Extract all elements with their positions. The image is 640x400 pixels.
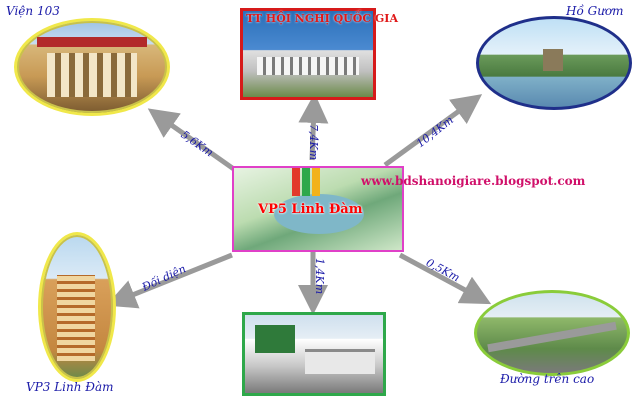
duong-tren-cao-photo [474, 290, 630, 376]
vp3-photo [38, 232, 116, 382]
ho-guom-label: Hồ Gươm [566, 4, 624, 18]
arrow-vp3 [106, 252, 233, 309]
vien103-label: Viện 103 [6, 4, 60, 18]
duong-tren-cao-label: Đường trên cao [500, 372, 595, 386]
vien103-photo [14, 18, 170, 116]
distance-ben-xe: 1,4Km [313, 258, 326, 295]
hoi-nghi-label: TT HỘI NGHỊ QUỐC GIA [246, 12, 398, 25]
arrow-hoi-nghi [298, 93, 329, 161]
website-url[interactable]: www.bdshanoigiare.blogspot.com [361, 174, 586, 188]
arrow-vien103 [147, 108, 240, 175]
ben-xe-photo [242, 312, 386, 396]
center-label: VP5 Linh Đàm [258, 202, 363, 217]
arrow-ho-guom [383, 94, 483, 168]
arrow-duong-tren-cao [398, 252, 492, 305]
vp5-map [232, 166, 404, 252]
ho-guom-photo [476, 16, 632, 110]
distance-hoi-nghi: 7,4Km [307, 124, 320, 161]
hoi-nghi-photo [240, 8, 376, 100]
vp3-label: VP3 Linh Đàm [26, 380, 114, 394]
